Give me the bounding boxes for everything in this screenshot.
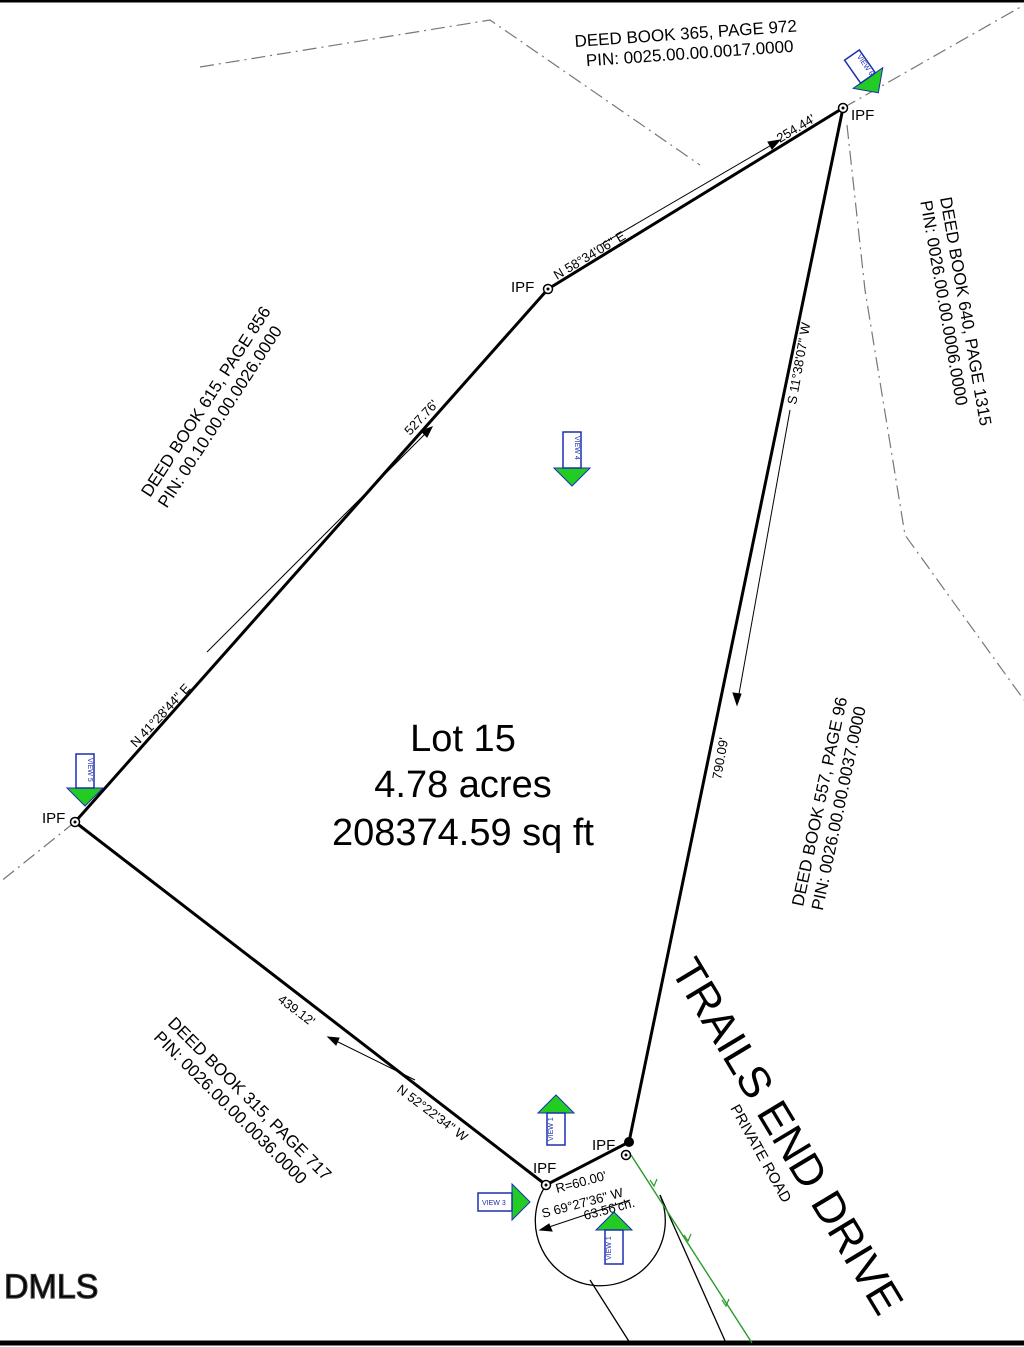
adjoiner-2: DEED BOOK 640, PAGE 1315 PIN: 0026.00.00… xyxy=(916,195,995,427)
view-marker-3[interactable]: VIEW 3 xyxy=(477,1182,531,1222)
view-marker-4[interactable]: VIEW 4 xyxy=(552,431,592,487)
iron-pins xyxy=(69,102,849,1191)
svg-text:VIEW 3: VIEW 3 xyxy=(482,1200,506,1207)
course-2-bearing: S 11°38'07" W xyxy=(784,321,813,406)
svg-text:DEED BOOK 315, PAGE 717: DEED BOOK 315, PAGE 717 xyxy=(164,1013,335,1184)
lot-boundary xyxy=(72,104,846,1187)
view-marker-6[interactable]: VIEW 6 xyxy=(837,45,893,103)
course-4-bearing: N 52°22'34" W xyxy=(394,1081,471,1144)
course-2-distance: 790.09' xyxy=(709,736,731,780)
lot-area-label: Lot 15 4.78 acres 208374.59 sq ft xyxy=(332,718,594,854)
road-name: TRAILS END DRIVE xyxy=(661,950,912,1323)
svg-text:PIN: 00.10.00.00.0026.0000: PIN: 00.10.00.00.0026.0000 xyxy=(154,322,286,511)
view-arrow-icon xyxy=(511,1182,531,1222)
view-marker-5[interactable]: VIEW 5 xyxy=(65,753,105,807)
ipf-label-n: IPF xyxy=(511,279,534,296)
lot-name: Lot 15 xyxy=(410,718,516,760)
adjoiner-5: DEED BOOK 315, PAGE 717 PIN: 0026.00.00.… xyxy=(150,1013,335,1188)
svg-text:VIEW 1: VIEW 1 xyxy=(548,1117,555,1141)
course-1-bearing: N 58°34'06" E xyxy=(551,228,628,283)
svg-text:PIN: 0026.00.00.0036.0000: PIN: 0026.00.00.0036.0000 xyxy=(150,1028,310,1188)
adjoiner-1: DEED BOOK 365, PAGE 972 PIN: 0025.00.00.… xyxy=(574,17,797,71)
view-arrow-icon xyxy=(536,1094,576,1114)
svg-text:DEED BOOK 615, PAGE 856: DEED BOOK 615, PAGE 856 xyxy=(137,303,274,500)
course-4-distance: 439.12' xyxy=(275,991,318,1028)
watermark: DMLS xyxy=(4,1268,98,1306)
dimension-arrows xyxy=(206,139,791,1232)
ipf-label-sw: IPF xyxy=(533,1160,556,1177)
centerline-ticks xyxy=(649,1178,730,1308)
svg-text:VIEW 5: VIEW 5 xyxy=(86,758,93,782)
cul-de-sac xyxy=(534,1184,727,1344)
adjoiner-3: DEED BOOK 615, PAGE 856 PIN: 00.10.00.00… xyxy=(137,303,286,511)
view-arrow-icon xyxy=(552,467,592,487)
ipf-label-ne: IPF xyxy=(851,107,874,124)
lot-sqft: 208374.59 sq ft xyxy=(332,812,594,854)
course-3-bearing: N 41°28'44" E xyxy=(127,680,193,750)
ipf-label-se: IPF xyxy=(592,1137,615,1154)
svg-text:VIEW 1: VIEW 1 xyxy=(606,1236,613,1260)
view-marker-1-lower[interactable]: VIEW 1 xyxy=(594,1211,634,1265)
lot-acres: 4.78 acres xyxy=(374,764,551,806)
view-marker-1-upper[interactable]: VIEW 1 xyxy=(536,1094,576,1146)
svg-text:VIEW 4: VIEW 4 xyxy=(573,436,580,460)
pin-corner-solid xyxy=(624,1137,634,1147)
ipf-label-w: IPF xyxy=(42,810,65,827)
adjoiner-4: DEED BOOK 557, PAGE 96 PIN: 0026.00.00.0… xyxy=(788,695,869,912)
road-centerline xyxy=(630,1154,753,1344)
